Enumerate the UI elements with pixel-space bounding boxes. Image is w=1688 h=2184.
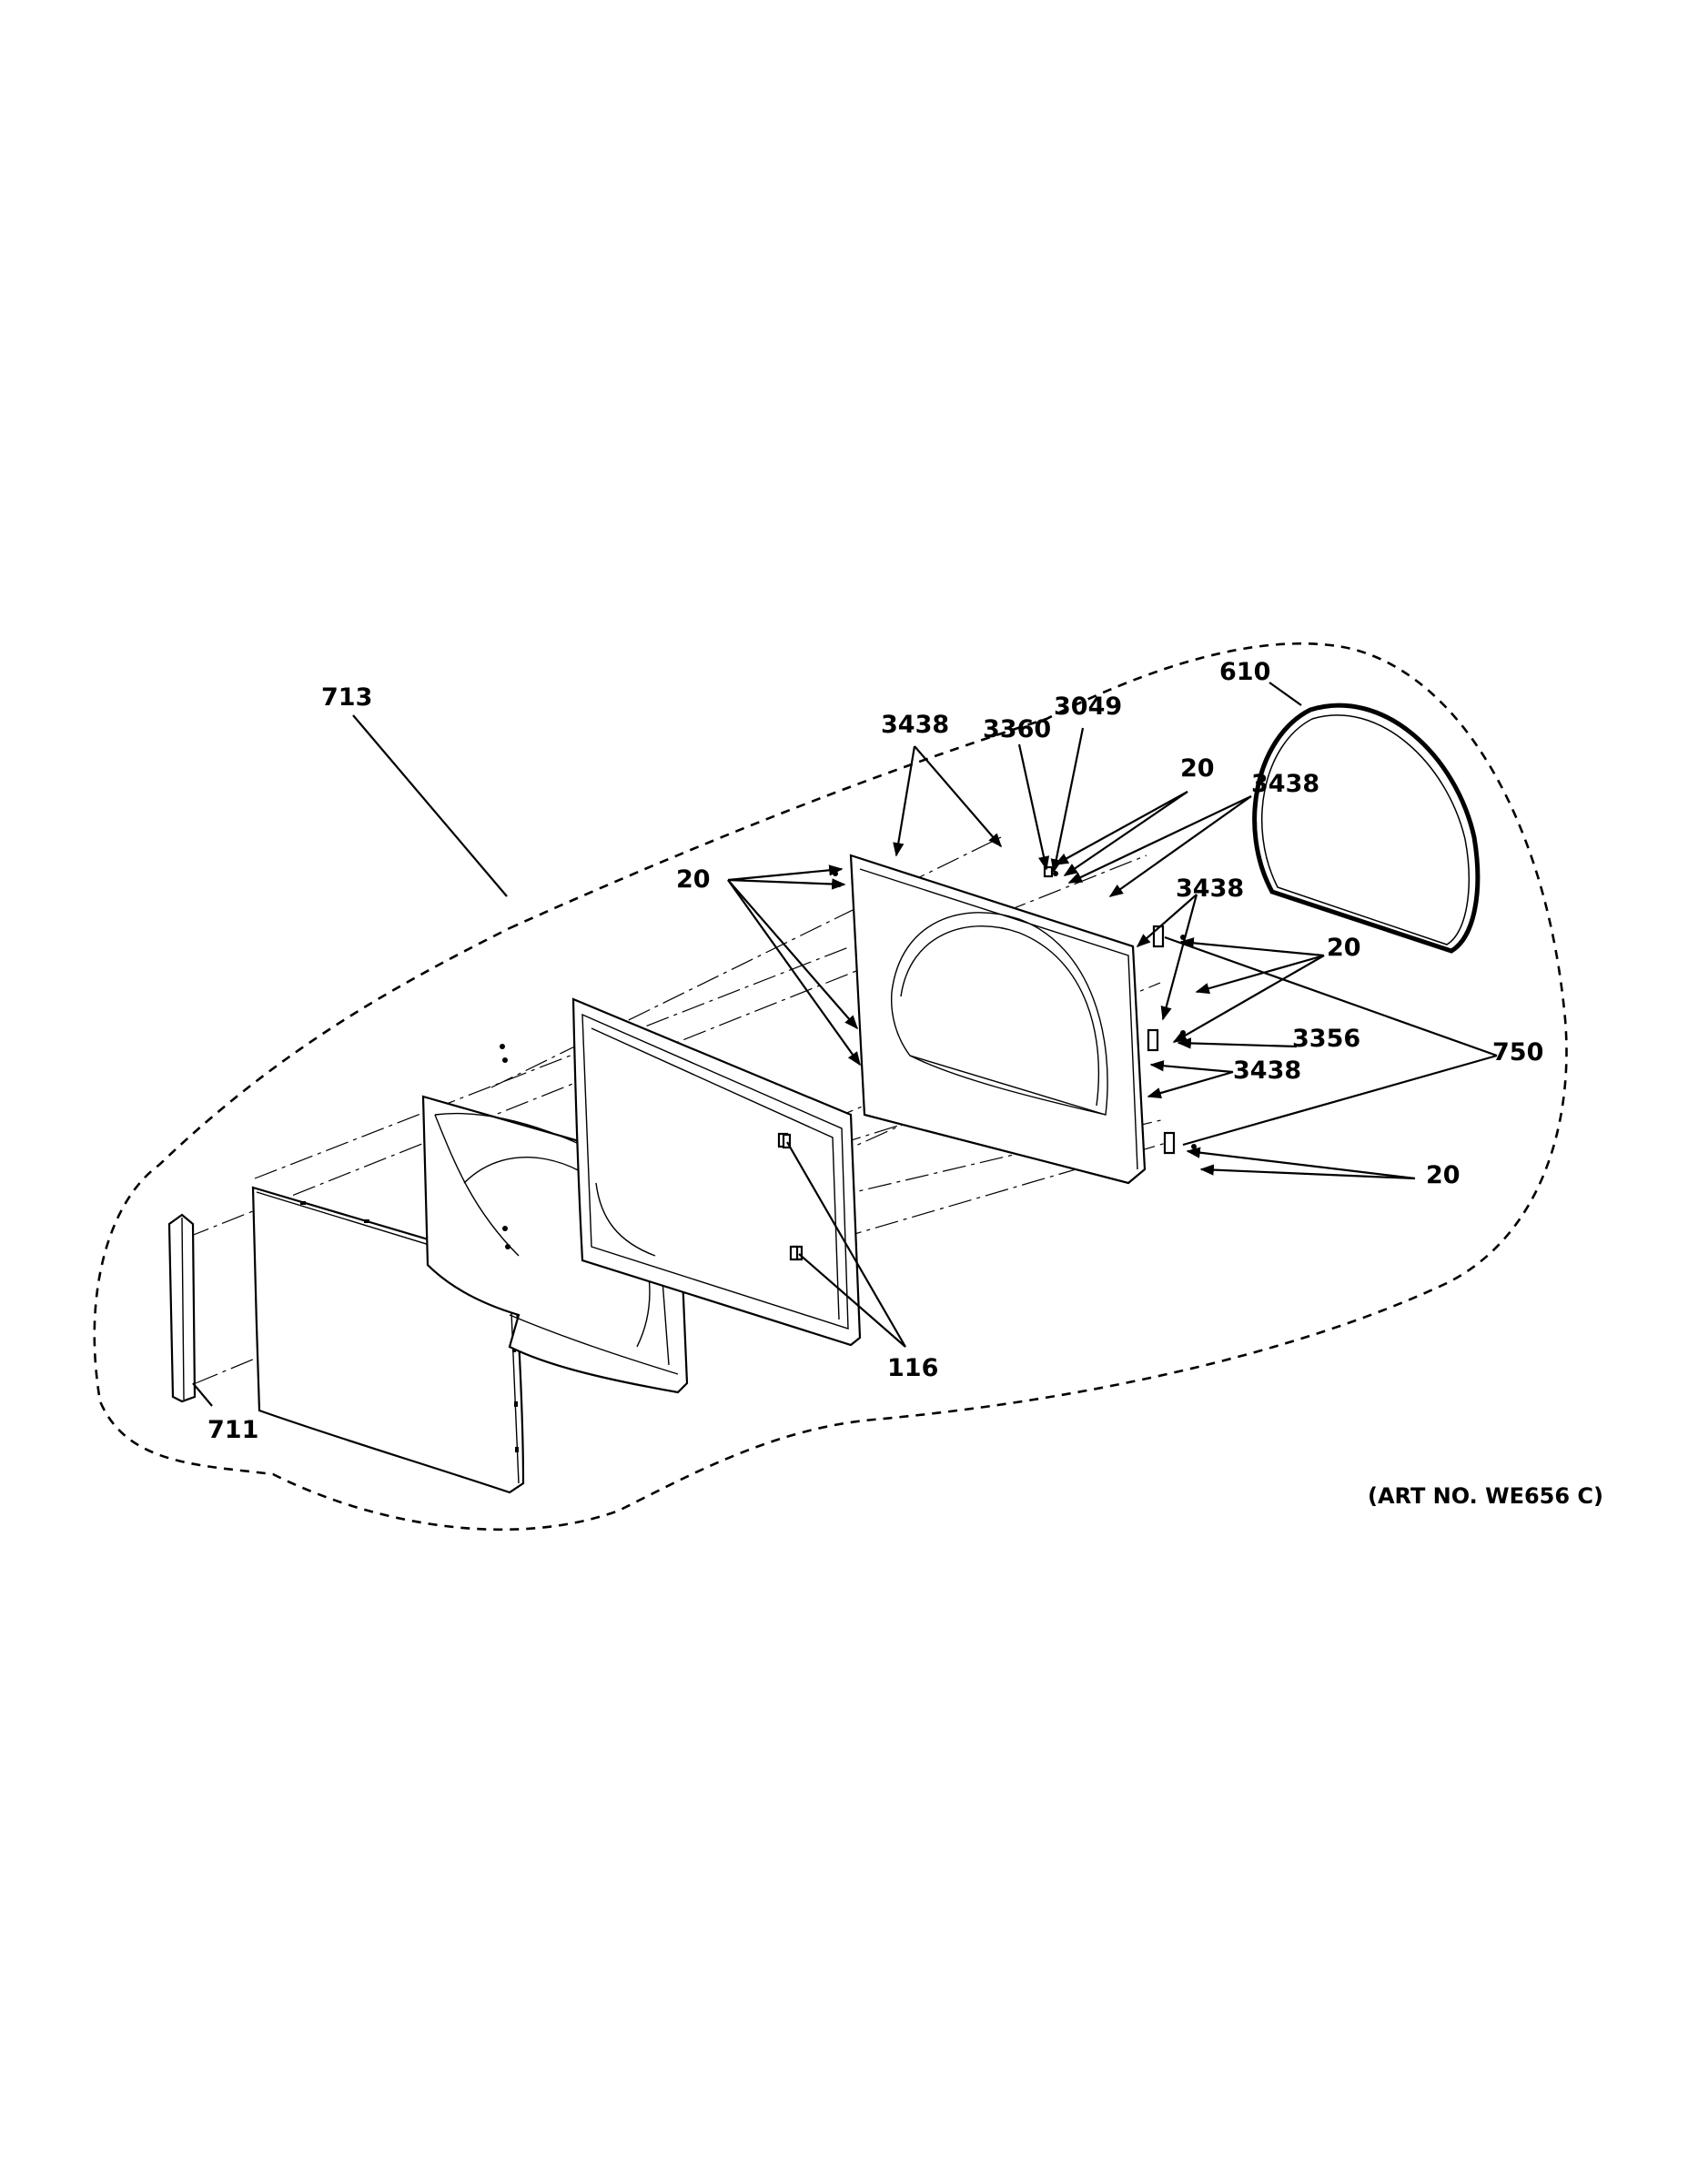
callout-750: 750 (1492, 1038, 1543, 1067)
callout-3356: 3356 (1292, 1025, 1360, 1053)
callout-3438-lower-right: 3438 (1233, 1057, 1301, 1085)
assembly-boundary (93, 642, 1568, 1532)
art-number: (ART NO. WE656 C) (1368, 1483, 1603, 1509)
callout-711: 711 (207, 1416, 258, 1444)
callout-3360: 3360 (983, 715, 1051, 743)
callout-20-upper-right: 20 (1180, 754, 1215, 783)
callout-20-mid-right: 20 (1327, 934, 1361, 962)
callout-3438-right-upper: 3438 (1251, 770, 1319, 798)
callout-610: 610 (1219, 658, 1270, 686)
callout-713: 713 (321, 683, 372, 712)
callout-3049: 3049 (1054, 693, 1122, 721)
callout-20-left: 20 (676, 865, 711, 894)
callout-3438-mid-right: 3438 (1176, 875, 1244, 903)
callout-3438-top: 3438 (881, 711, 949, 739)
front-panel (849, 854, 1147, 1185)
leader-lines (192, 682, 1498, 1407)
callout-labels: 713 3438 3360 3049 610 20 3438 20 3438 2… (207, 658, 1543, 1444)
callout-116: 116 (887, 1354, 938, 1382)
part-711-trim-strip (167, 1213, 197, 1403)
part-610-gasket (1252, 703, 1481, 954)
callout-20-lower-right: 20 (1426, 1161, 1461, 1189)
